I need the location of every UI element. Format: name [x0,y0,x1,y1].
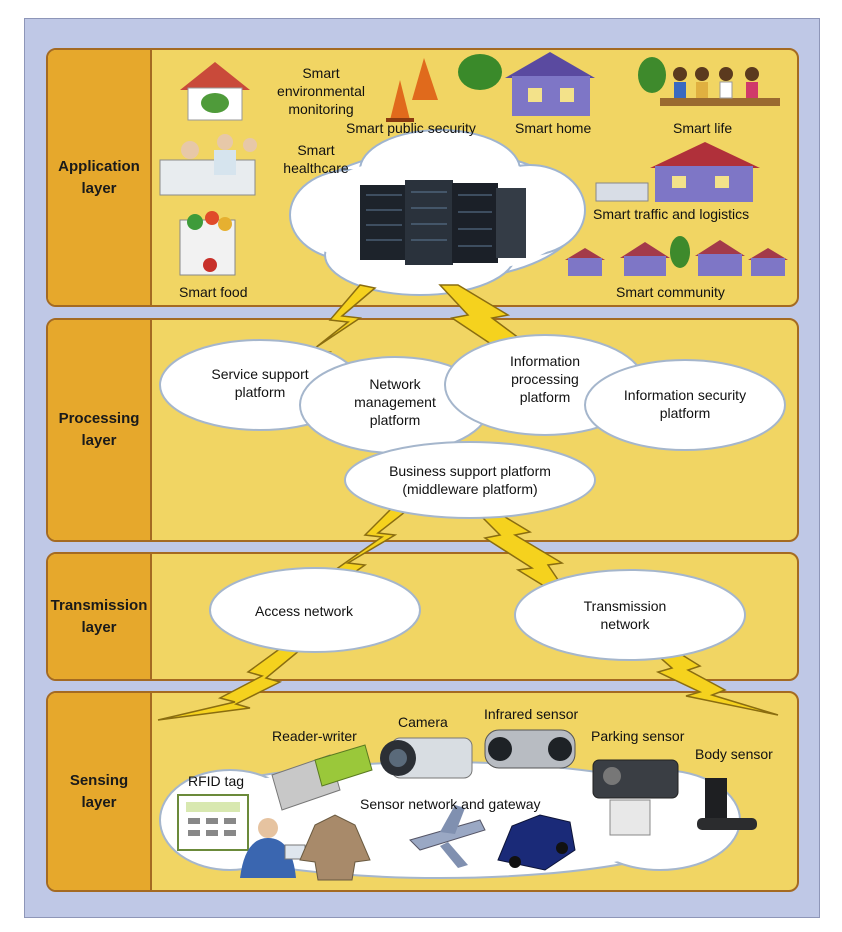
information-security-line-1: Information security [623,387,747,403]
network-management-line-2: management [354,394,436,410]
transmission-network-line-2: network [600,616,650,632]
transmission-network-cloud [514,569,746,661]
house-leaf-icon [180,62,250,121]
smart-food-label: Smart food [179,284,248,300]
sensing-layer-label: Sensing layer [48,693,152,890]
business-support-line-2: (middleware platform) [402,481,538,497]
access-network-cloud [209,567,421,653]
rfid-tag-label: RFID tag [188,773,245,789]
sensor-network-gateway-label: Sensor network and gateway [360,796,541,812]
information-security-platform-label: Information security platform [610,386,760,422]
information-processing-line-3: platform [519,389,571,405]
camera-label: Camera [398,714,448,730]
infrared-sensor-icon [484,729,576,769]
reader-writer-label: Reader-writer [272,728,357,744]
traffic-cones-icon [386,58,438,122]
service-support-line-2: platform [234,384,286,400]
reader-writer-icon [271,744,373,811]
people-bench-icon [638,57,780,106]
network-management-line-3: platform [369,412,421,428]
jacket-icon [299,814,371,881]
rfid-tag-icon [177,794,249,851]
application-layer-label: Application layer [48,50,152,305]
smart-home-label: Smart home [515,120,592,136]
network-management-platform-label: Network management platform [345,375,445,429]
transmission-layer-label: Transmission layer [48,554,152,679]
hospital-bed-icon [159,134,257,196]
smart-environmental-monitoring-label: Smart environmental monitoring [277,65,365,117]
business-support-line-1: Business support platform [389,463,551,479]
information-processing-line-1: Information [509,353,581,369]
parking-sensor-icon [592,759,679,836]
access-network-label: Access network [255,603,354,619]
parking-sensor-label: Parking sensor [591,728,685,744]
network-management-line-1: Network [369,376,421,392]
grocery-bag-icon [179,211,236,276]
information-security-line-2: platform [659,405,711,421]
camera-icon [380,737,473,779]
airplane-icon [409,805,486,868]
information-processing-platform-label: Information processing platform [490,352,600,406]
infrared-sensor-label: Infrared sensor [484,706,579,722]
nurse-icon [240,818,306,878]
smart-public-security-label: Smart public security [346,120,476,136]
server-racks-icon [360,180,526,265]
information-processing-line-2: processing [511,371,579,387]
transmission-network-line-1: Transmission [583,598,667,614]
service-support-line-1: Service support [211,366,309,382]
car-icon [497,814,576,871]
body-sensor-icon [697,778,757,830]
smart-traffic-logistics-label: Smart traffic and logistics [593,206,750,222]
smart-healthcare-label: Smart healthcare [283,142,349,176]
community-houses-icon [565,236,788,276]
business-support-cloud [344,441,596,519]
smart-home-house-icon [458,52,595,116]
transmission-network-label: Transmission network [570,597,680,633]
traffic-logistics-icon [595,142,760,202]
business-support-platform-label: Business support platform (middleware pl… [380,462,560,498]
smart-life-label: Smart life [673,120,733,136]
processing-layer-label: Processing layer [48,320,152,540]
smart-community-label: Smart community [616,284,725,300]
information-security-cloud [584,359,786,451]
service-support-platform-label: Service support platform [190,365,330,401]
body-sensor-label: Body sensor [695,746,773,762]
